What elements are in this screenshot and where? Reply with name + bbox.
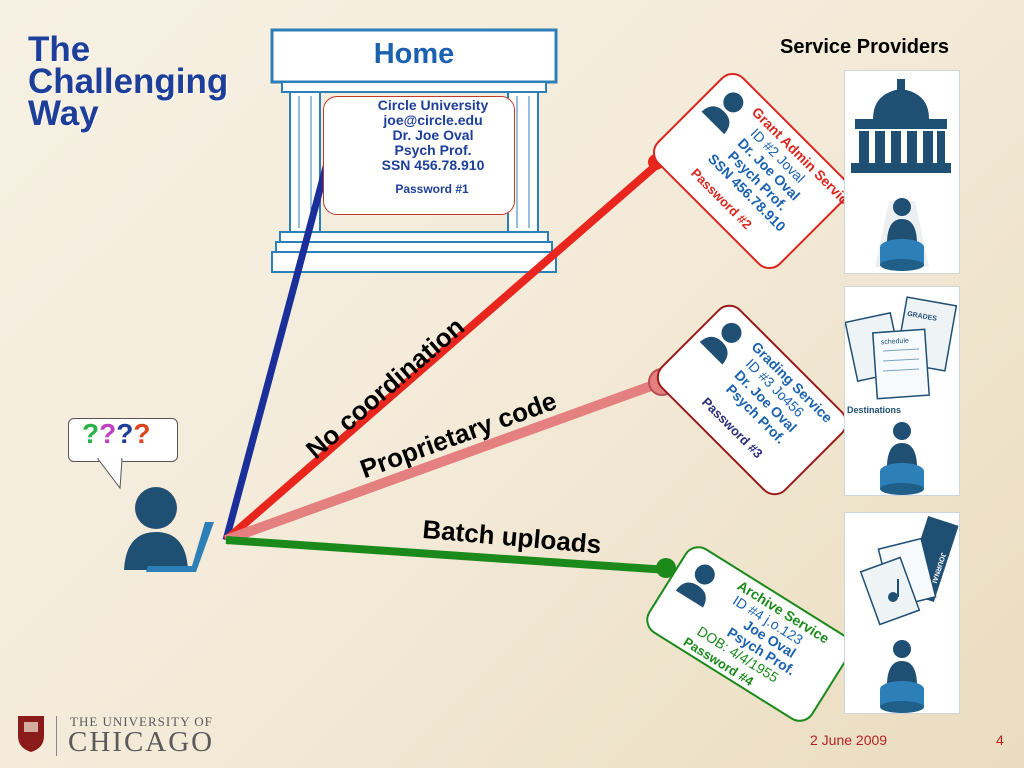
archive-connection-line [225, 536, 669, 574]
title-line-3: Way [28, 94, 99, 133]
question-mark-1: ? [82, 418, 100, 449]
home-temple [270, 28, 558, 273]
grant-admin-card: Grant Admin Service ID #2 Joval Dr. Joe … [646, 66, 858, 276]
service-providers-heading: Service Providers [780, 36, 949, 58]
schedule-doc-label: schedule [881, 337, 910, 346]
home-line-ssn: SSN 456.78.910 [381, 157, 485, 173]
title-line-1: The [28, 30, 91, 69]
speech-bubble-tail [96, 458, 123, 490]
home-password: Password #1 [395, 182, 469, 196]
archive-person-icon [675, 564, 715, 608]
slide-title: The Challenging Way [28, 30, 229, 133]
archive-plug [656, 558, 676, 578]
provider-agent-icon-1 [880, 198, 924, 271]
slide-page-number: 4 [996, 732, 1004, 748]
journal-stack-icon: JOURNAL [859, 516, 959, 626]
home-credential-text: Circle University joe@circle.edu Dr. Joe… [358, 98, 508, 173]
grading-service-card: Grading Service ID #3 Jo456 Dr. Joe Oval… [650, 298, 854, 502]
grades-documents-icon: GRADES schedule [844, 296, 958, 400]
question-mark-2: ? [99, 418, 117, 449]
provider-panel-archive: JOURNAL [844, 512, 960, 714]
confused-speech-bubble [68, 418, 178, 462]
home-credential-card [323, 96, 515, 215]
grading-connection-line [224, 377, 664, 545]
provider-panel-grant [844, 70, 960, 274]
home-line-title: Psych Prof. [394, 142, 472, 158]
question-mark-3: ? [116, 418, 134, 449]
slide-date: 2 June 2009 [810, 732, 888, 748]
provider-agent-icon-2 [880, 422, 924, 495]
home-line-email: joe@circle.edu [383, 112, 483, 128]
title-line-2: Challenging [28, 62, 229, 101]
home-line-name: Dr. Joe Oval [392, 127, 474, 143]
university-shield-logo [18, 716, 44, 752]
archive-service-card: Archive Service ID #4 j.o.123 Joe Oval P… [640, 540, 858, 728]
grant-connection-line [223, 158, 663, 544]
destinations-label: Destinations [847, 405, 902, 415]
home-connection-line [222, 151, 334, 541]
provider-agent-icon-3 [880, 640, 924, 713]
grading-person-icon [699, 322, 742, 365]
university-name-line2: CHICAGO [68, 726, 215, 758]
home-caption: Home [373, 38, 455, 70]
home-line-university: Circle University [377, 97, 489, 113]
main-user-icon [124, 487, 214, 572]
question-mark-4: ? [133, 418, 151, 449]
university-name-line1: THE UNIVERSITY OF [70, 714, 213, 729]
question-marks: ???? [82, 418, 150, 450]
provider-panel-grading: GRADES schedule Destinations [844, 286, 960, 496]
grant-person-icon [701, 92, 744, 135]
footer-divider [56, 716, 57, 756]
